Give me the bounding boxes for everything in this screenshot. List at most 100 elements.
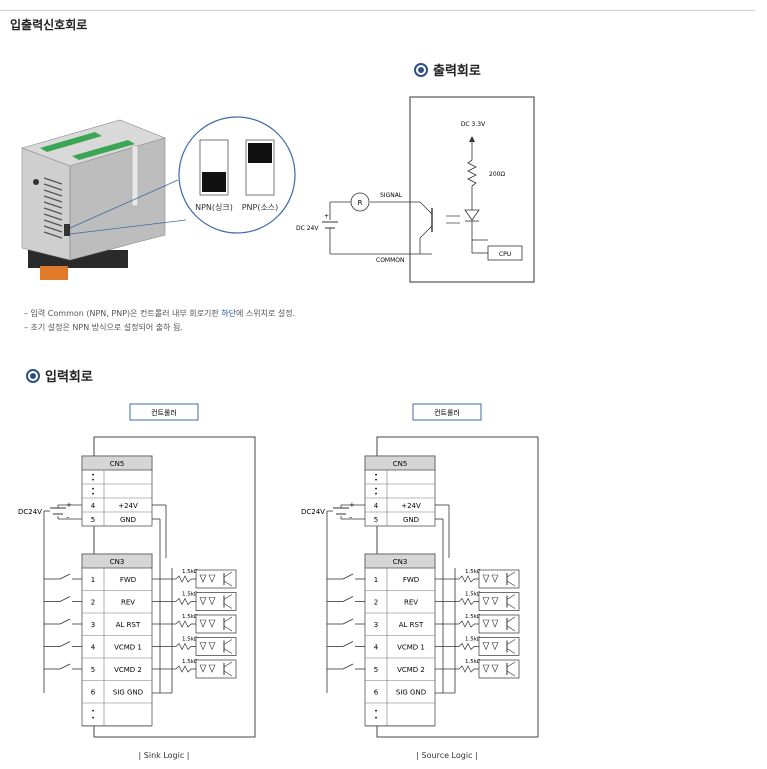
opto-led: [199, 574, 207, 583]
controller-label: 컨트롤러: [151, 408, 177, 417]
pnp-label: PNP(소스): [242, 203, 279, 212]
resistor: [458, 665, 475, 673]
cn3-pin-num: 2: [374, 599, 378, 607]
resistor-label: 1.5kΩ: [465, 659, 481, 665]
cn3-pin-num: 3: [91, 621, 95, 629]
cn3-header: [81, 553, 153, 569]
output-section-heading: 출력회로: [414, 60, 481, 79]
opto-led: [482, 642, 490, 651]
green-terminal-2: [72, 140, 135, 160]
battery-plus: +: [324, 213, 329, 220]
cn3-pin-num: 1: [374, 576, 378, 584]
opto-led: [199, 642, 207, 651]
pin-dot: •: [91, 477, 95, 484]
cn5-pin-num: 4: [374, 502, 379, 510]
page-title: 입출력신호회로: [10, 18, 88, 32]
resistor: [175, 620, 192, 628]
opto-led: [208, 664, 216, 673]
controller-label-box: [129, 403, 199, 421]
resistor: [458, 575, 475, 583]
resistor: [175, 642, 192, 651]
cn3-block: [364, 553, 436, 727]
input-switch: [59, 596, 71, 602]
product-illustration: NPN(싱크) PNP(소스): [21, 116, 296, 280]
cn3-pin-label: FWD: [120, 576, 136, 584]
npn-label: NPN(싱크): [195, 202, 233, 212]
opto-led: [199, 597, 207, 606]
side-label: [131, 145, 139, 207]
opto-led: [199, 664, 207, 673]
pin-dot: •: [91, 472, 95, 479]
cn3-pin-label: VCMD 1: [114, 644, 142, 652]
opto-led: [491, 664, 499, 673]
dc-external-label: DC 24V: [296, 225, 319, 232]
note-line-2: – 초기 설정은 NPN 방식으로 설정되어 출하 됨.: [24, 323, 183, 332]
input-switch: [342, 663, 354, 670]
cn5-header: [81, 455, 153, 471]
opto-led: [482, 619, 490, 628]
target-icon: [414, 62, 428, 77]
input-switch: [342, 573, 354, 580]
cn3-pin-label: SIG GND: [396, 689, 426, 697]
input-section-title: 입력회로: [45, 370, 93, 385]
battery-minus: –: [66, 513, 70, 521]
resistor-label: 1.5kΩ: [182, 659, 198, 665]
resistor-label: 1.5kΩ: [465, 614, 481, 620]
cn3-pin-label: FWD: [403, 576, 419, 584]
pnp-switch-knob: [248, 143, 272, 163]
input-switch: [59, 663, 71, 670]
screw-hole: [33, 179, 39, 185]
cn3-pin-num: 6: [374, 689, 379, 697]
opto-led: [491, 642, 499, 651]
cn5-pin-num: 4: [91, 502, 96, 510]
dc24v-label: DC24V: [18, 508, 42, 516]
resistor: [175, 665, 192, 673]
cn3-title: CN3: [393, 558, 408, 566]
cn3-pin-num: 5: [91, 666, 95, 674]
cn3-pin-num: 4: [91, 644, 96, 652]
pin-dot: •: [374, 715, 378, 722]
opto-led: [491, 597, 499, 606]
callout-line-bottom: [69, 219, 187, 235]
dip-switch-callout: [178, 116, 296, 234]
battery-plus: +: [349, 501, 355, 509]
signal-label: SIGNAL: [380, 192, 403, 199]
opto-led: [199, 619, 207, 628]
pin-dot: •: [91, 486, 95, 493]
controller-label: 컨트롤러: [434, 408, 460, 417]
note-line-1: – 입력 Common (NPN, PNP)은 컨트롤러 내부 회로기판 하단에…: [24, 309, 296, 318]
resistor: [458, 620, 475, 628]
pin-dot: •: [91, 491, 95, 498]
npn-switch-knob: [202, 172, 226, 192]
cn5-pin-label: GND: [403, 516, 419, 524]
pin-dot: •: [374, 472, 378, 479]
cn3-pin-num: 1: [91, 576, 95, 584]
opto-led: [208, 597, 216, 606]
terminal-connector: [40, 266, 68, 280]
cn5-pin-label: GND: [120, 516, 136, 524]
cn5-pin-label: +24V: [401, 502, 421, 510]
cn5-header: [364, 455, 436, 471]
cn3-pin-num: 2: [91, 599, 95, 607]
resistor-label: 200Ω: [489, 171, 505, 178]
dip-switch-location: [64, 224, 70, 236]
input-switch: [59, 641, 71, 647]
input-switch: [342, 641, 354, 647]
common-label: COMMON: [376, 257, 404, 264]
opto-led: [491, 619, 499, 628]
cn3-pin-num: 5: [374, 666, 378, 674]
output-section-title: 출력회로: [433, 64, 481, 79]
resistor-label: 1.5kΩ: [182, 614, 198, 620]
input-switch: [342, 618, 354, 625]
cn5-pin-label: +24V: [118, 502, 138, 510]
battery-plus: +: [66, 501, 72, 509]
cn3-pin-label: VCMD 2: [397, 666, 425, 674]
vcc-arrow: [469, 136, 475, 142]
resistor: [175, 597, 192, 606]
input-switch: [59, 618, 71, 625]
opto-led: [208, 642, 216, 651]
cn3-header: [364, 553, 436, 569]
cn3-pin-label: REV: [121, 599, 135, 607]
